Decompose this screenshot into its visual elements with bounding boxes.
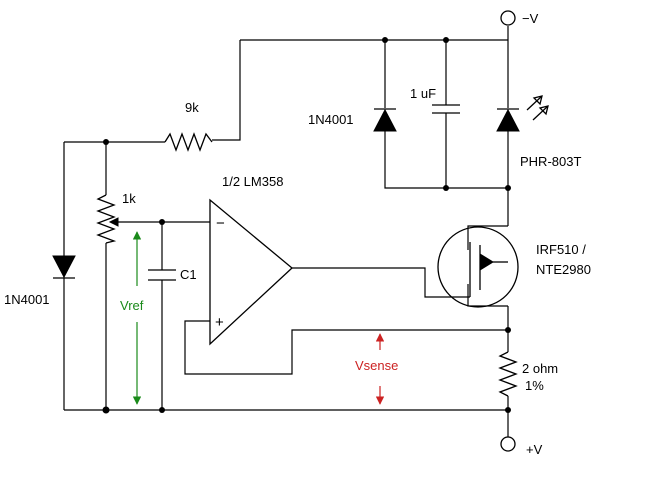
opamp-noninverting-sign: +: [215, 314, 224, 331]
potentiometer-label: 1k: [122, 191, 136, 206]
resistor-2ohm-label-line1: 2 ohm: [522, 361, 558, 376]
capacitor-1uf: 1 uF: [410, 86, 460, 114]
capacitor-1uf-label: 1 uF: [410, 86, 436, 101]
mosfet-label-line2: NTE2980: [536, 262, 591, 277]
capacitor-c1: C1: [148, 267, 197, 282]
opamp-lm358: − + 1/2 LM358: [209, 174, 293, 346]
junction-dots: [102, 37, 511, 414]
photodiode-phr803t: PHR-803T: [496, 95, 581, 169]
mosfet-irf510: IRF510 / NTE2980: [437, 226, 591, 308]
opamp-inverting-sign: −: [216, 215, 225, 232]
neg-supply-label: −V: [522, 11, 539, 26]
opamp-label: 1/2 LM358: [222, 174, 283, 189]
potentiometer-1k: 1k: [96, 191, 136, 244]
diode-1n4001-left: 1N4001: [4, 255, 76, 307]
photodiode-label: PHR-803T: [520, 154, 581, 169]
diode-1n4001-left-label: 1N4001: [4, 292, 50, 307]
pos-supply-label: +V: [526, 442, 543, 457]
diode-1n4001-top-label: 1N4001: [308, 112, 354, 127]
resistor-2ohm-label-line2: 1%: [525, 378, 544, 393]
capacitor-c1-label: C1: [180, 267, 197, 282]
neg-supply-terminal: −V: [500, 10, 539, 26]
vref-indicator: Vref: [120, 231, 144, 405]
resistor-2ohm: 2 ohm 1%: [498, 351, 558, 397]
diode-1n4001-top: 1N4001: [308, 108, 397, 132]
pos-supply-terminal: +V: [500, 436, 543, 457]
wires: [63, 26, 509, 437]
resistor-9k: 9k: [164, 100, 213, 152]
vref-label: Vref: [120, 298, 144, 313]
vsense-indicator: Vsense: [355, 333, 398, 405]
mosfet-label-line1: IRF510 /: [536, 242, 586, 257]
vsense-label: Vsense: [355, 358, 398, 373]
resistor-9k-label: 9k: [185, 100, 199, 115]
